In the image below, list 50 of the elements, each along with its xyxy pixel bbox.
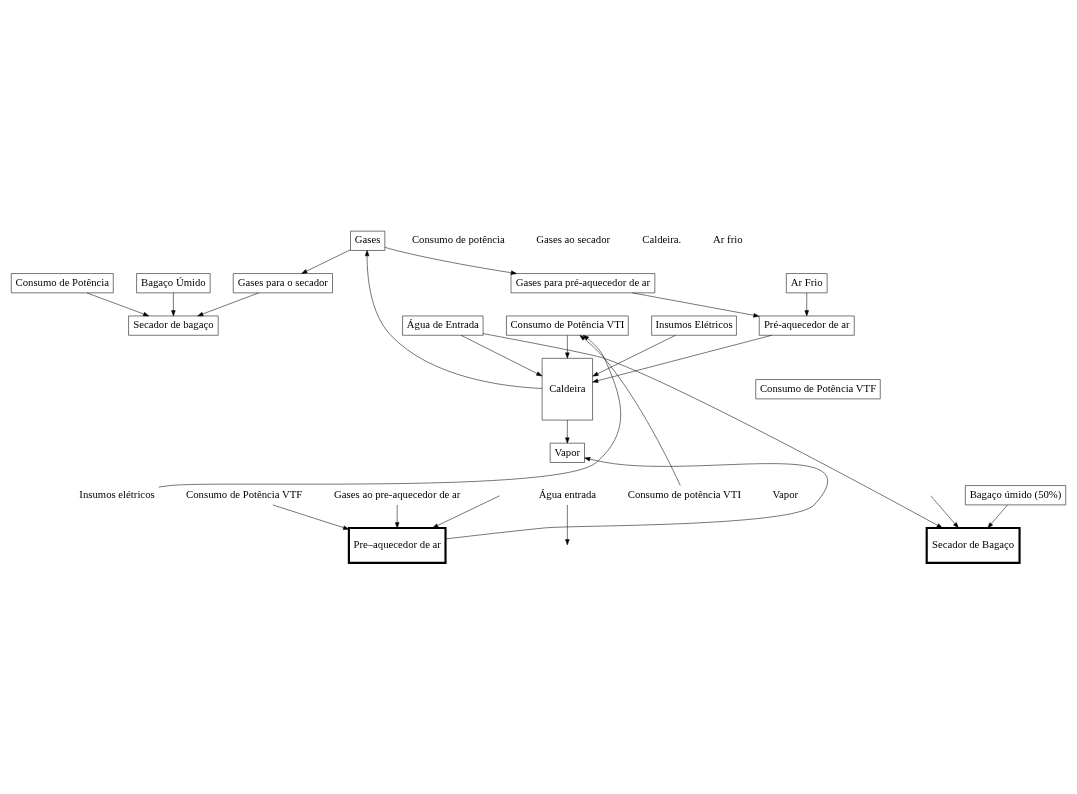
arrow bbox=[565, 419, 570, 444]
node-box: Insumos Elétricos bbox=[651, 315, 737, 336]
node-box: Gases bbox=[350, 230, 386, 251]
node-box: Água de Entrada bbox=[402, 315, 484, 336]
label: Consumo de potência bbox=[411, 233, 505, 246]
node-text: Gases ao pre-aquecedor de ar bbox=[334, 487, 461, 500]
arrow bbox=[395, 504, 400, 529]
node-text: Água entrada bbox=[538, 487, 597, 500]
label: Caldeira. bbox=[642, 233, 682, 246]
arrow bbox=[197, 292, 259, 317]
arrow bbox=[565, 504, 570, 546]
label: Gases ao secador bbox=[536, 233, 611, 246]
node-box: Caldeira bbox=[541, 358, 593, 421]
arrow bbox=[632, 292, 760, 318]
arrow bbox=[987, 504, 1008, 529]
node-box: Gases para pré-aquecedor de ar bbox=[510, 273, 656, 294]
arrow bbox=[460, 335, 543, 377]
arrow bbox=[86, 292, 150, 317]
arrow bbox=[592, 335, 676, 377]
node-text: Consumo de potência VTI bbox=[627, 487, 741, 500]
node-box: Bagaço Úmido bbox=[136, 273, 211, 294]
node-text: Consumo de Potência VTF bbox=[186, 487, 303, 500]
arrow bbox=[592, 335, 772, 383]
arrow bbox=[579, 335, 681, 486]
node-box: Ar Frio bbox=[786, 273, 828, 294]
arrow bbox=[384, 247, 517, 275]
node-box: Secador de Bagaço bbox=[925, 526, 1021, 564]
node-box: Gases para o secador bbox=[232, 273, 333, 294]
node-box: Vapor bbox=[549, 442, 585, 463]
arrow bbox=[158, 335, 621, 488]
node-box: Pre–aquecedor de ar bbox=[347, 526, 447, 564]
arrow bbox=[804, 292, 809, 317]
arrow bbox=[171, 292, 176, 317]
node-text: Insumos elétricos bbox=[79, 487, 155, 500]
node-box: Pré-aquecedor de ar bbox=[758, 315, 855, 336]
arrow bbox=[565, 335, 570, 359]
arrow bbox=[482, 333, 943, 529]
arrow bbox=[432, 495, 500, 529]
node-box: Consumo de Potência VTI bbox=[506, 315, 629, 336]
arrow bbox=[364, 250, 543, 389]
node-box: Bagaço úmido (50%) bbox=[965, 485, 1066, 506]
node-box: Consumo de Potência VTF bbox=[755, 379, 881, 400]
arrow bbox=[301, 249, 351, 274]
node-box: Secador de bagaço bbox=[128, 315, 219, 336]
arrow bbox=[445, 457, 828, 540]
node-text: Vapor bbox=[772, 487, 799, 500]
label: Ar frio bbox=[713, 233, 743, 246]
node-box: Consumo de Potência bbox=[11, 273, 114, 294]
arrow bbox=[930, 495, 959, 529]
arrow bbox=[272, 504, 349, 530]
